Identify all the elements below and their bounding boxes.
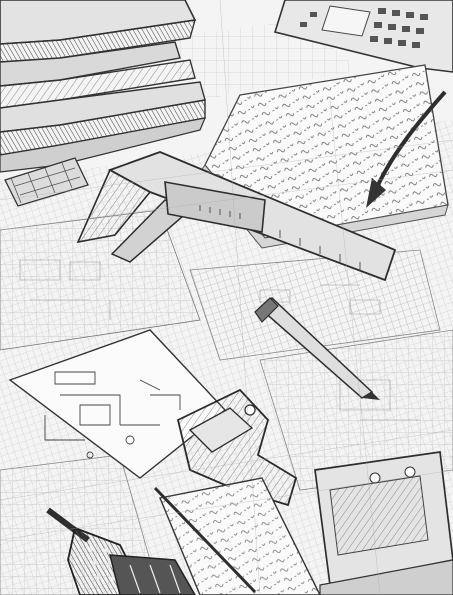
keyboard-fragment xyxy=(4,157,89,207)
pencil xyxy=(254,296,380,400)
clipboard-notes xyxy=(153,477,321,595)
vernier-caliper xyxy=(76,151,397,282)
calculator xyxy=(273,0,453,73)
metal-bracket xyxy=(176,388,298,507)
stack-of-books xyxy=(0,0,206,173)
screwdriver xyxy=(46,507,196,595)
electronic-device xyxy=(314,451,453,595)
pen xyxy=(366,90,447,208)
